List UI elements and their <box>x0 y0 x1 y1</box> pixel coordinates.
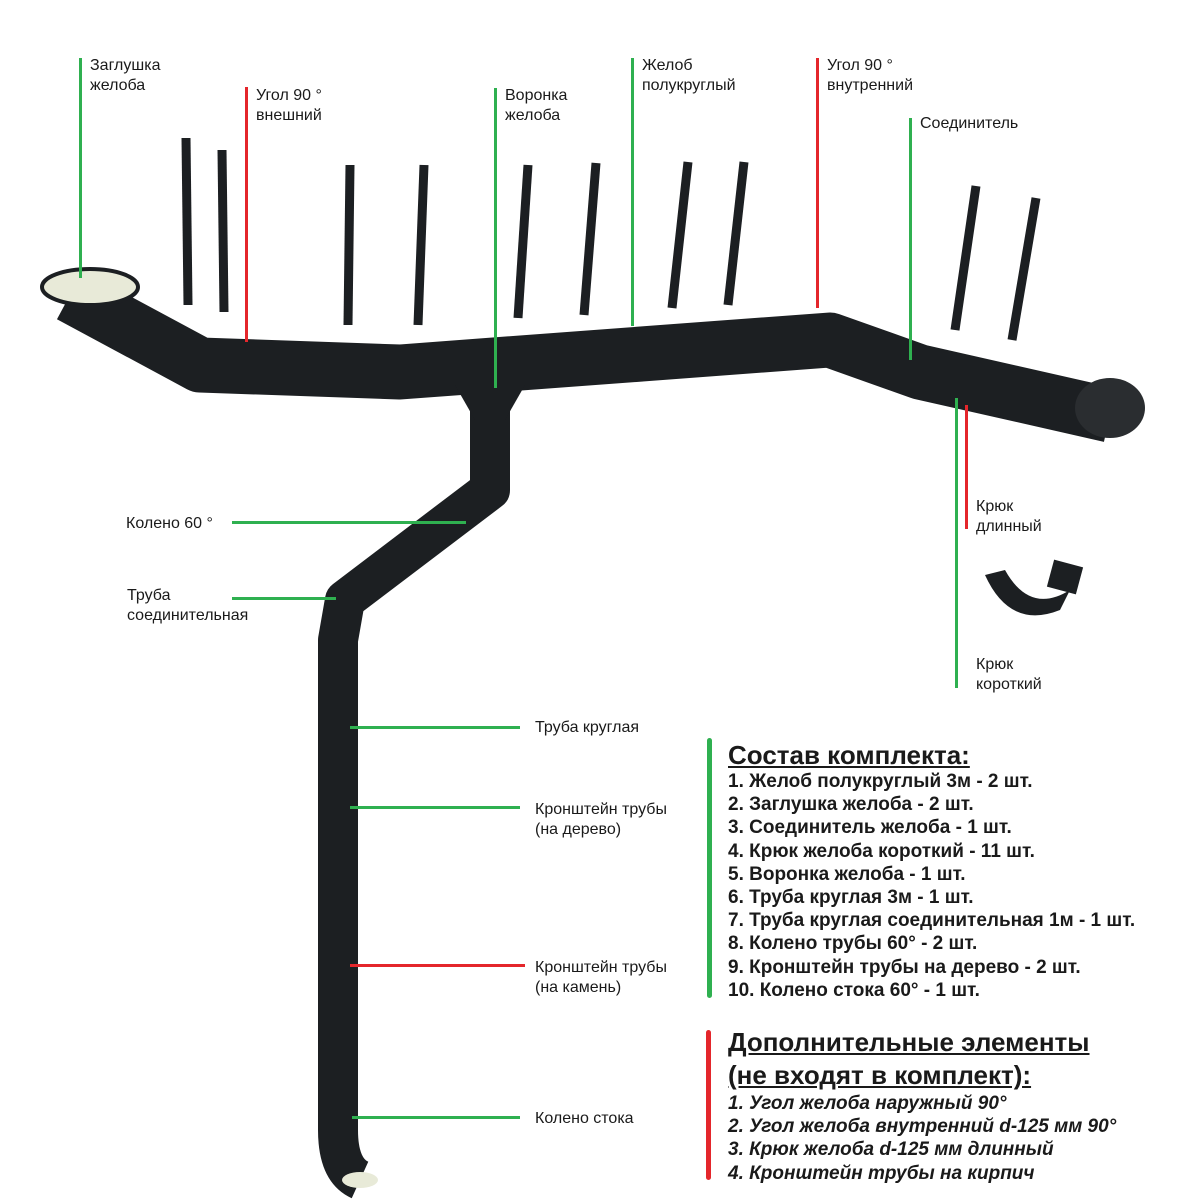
extra-title-line1: Дополнительные элементы <box>728 1027 1090 1057</box>
kit-item: 3. Соединитель желоба - 1 шт. <box>728 817 1012 839</box>
bracket-straps <box>181 137 1041 341</box>
label-outer-corner: Угол 90 ° внешний <box>256 87 322 124</box>
kit-title: Состав комплекта: <box>728 740 970 770</box>
kit-contents: Состав комплекта: 1. Желоб полукруглый 3… <box>728 740 1135 1002</box>
end-cap-shape <box>40 267 140 307</box>
leader-inner-corner <box>816 58 819 308</box>
kit-item: 1. Желоб полукруглый 3м - 2 шт. <box>728 771 1033 792</box>
leader-bracket-wood <box>350 806 520 809</box>
leader-short-hook <box>955 398 958 688</box>
leader-outer-corner <box>245 87 248 342</box>
leader-long-hook <box>965 405 968 529</box>
downpipe <box>318 395 510 1199</box>
leader-bracket-stone <box>350 964 525 967</box>
label-gutter: Желоб полукруглый <box>642 57 736 94</box>
extra-item: 3. Крюк желоба d-125 мм длинный <box>728 1139 1054 1161</box>
kit-item: 10. Колено стока 60° - 1 шт. <box>728 979 980 1001</box>
kit-item: 5. Воронка желоба - 1 шт. <box>728 863 966 885</box>
leader-funnel <box>494 88 497 388</box>
extra-title-line2: (не входят в комплект): <box>728 1060 1032 1090</box>
leader-elbow <box>232 521 466 524</box>
leader-connector <box>909 118 912 360</box>
label-end-cap: Заглушка желоба <box>90 57 161 94</box>
label-round-pipe: Труба круглая <box>535 719 640 736</box>
leader-end-cap <box>79 58 82 278</box>
extra-item: 4. Кронштейн трубы на кирпич <box>728 1162 1035 1184</box>
kit-item: 7. Труба круглая соединительная 1м - 1 ш… <box>728 910 1136 932</box>
extra-elements: Дополнительные элементы (не входят в ком… <box>728 1026 1116 1185</box>
kit-marker-bar <box>707 738 712 998</box>
extra-item: 1. Угол желоба наружный 90° <box>728 1093 1007 1114</box>
leader-gutter <box>631 58 634 326</box>
label-short-hook: Крюк короткий <box>976 656 1042 693</box>
leader-connecting-pipe <box>232 597 336 600</box>
label-connector: Соединитель <box>920 115 1019 132</box>
label-connecting-pipe: Труба соединительная <box>127 587 249 624</box>
label-elbow: Колено 60 ° <box>126 515 213 532</box>
extra-item: 2. Угол желоба внутренний d-125 мм 90° <box>728 1116 1117 1138</box>
label-bracket-stone: Кронштейн трубы (на камень) <box>535 959 667 996</box>
kit-item: 2. Заглушка желоба - 2 шт. <box>728 794 974 816</box>
label-outlet-elbow: Колено стока <box>535 1110 634 1127</box>
gutter-body <box>56 270 1117 442</box>
kit-item: 4. Крюк желоба короткий - 11 шт. <box>728 840 1035 862</box>
leader-round-pipe <box>350 726 520 729</box>
extra-marker-bar <box>706 1030 711 1180</box>
short-hook-image <box>985 570 1070 616</box>
kit-item: 8. Колено трубы 60° - 2 шт. <box>728 933 978 955</box>
label-inner-corner: Угол 90 ° внутренний <box>827 57 914 94</box>
leader-outlet-elbow <box>352 1116 520 1119</box>
kit-item: 9. Кронштейн трубы на дерево - 2 шт. <box>728 956 1081 978</box>
label-bracket-wood: Кронштейн трубы (на дерево) <box>535 801 667 838</box>
label-long-hook: Крюк длинный <box>976 498 1042 535</box>
kit-item: 6. Труба круглая 3м - 1 шт. <box>728 887 974 909</box>
label-funnel: Воронка желоба <box>505 87 568 124</box>
